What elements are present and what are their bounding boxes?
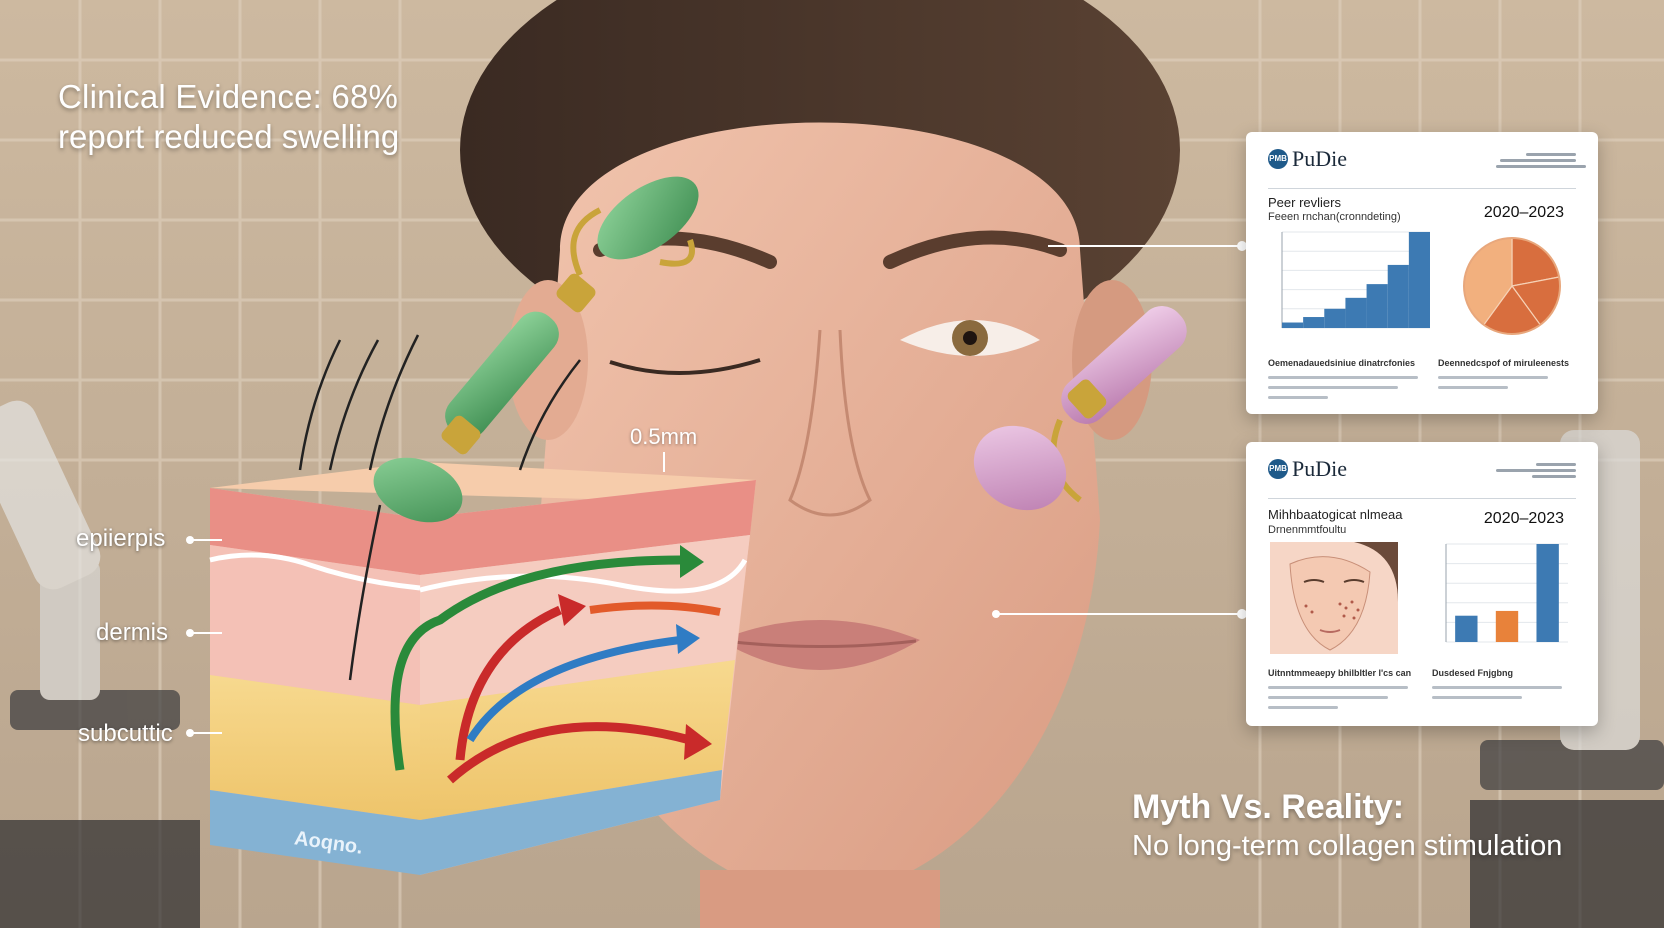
bar [1345, 297, 1367, 328]
fine-text-line [1438, 386, 1508, 389]
arrow-green [390, 555, 681, 771]
headline-line-2: report reduced swelling [58, 118, 400, 155]
card-brand: PMB PuDie [1268, 146, 1347, 172]
layer-dermis-front [210, 545, 420, 705]
card-subtitle: Drnenmmtfoultu [1268, 524, 1347, 536]
arrow-red-lower [447, 722, 692, 784]
card-title: Peer revliers [1268, 195, 1341, 210]
fine-text-line [1268, 696, 1388, 699]
jade-roller [373, 176, 699, 523]
bar [1324, 308, 1346, 328]
brand-badge-icon: PMB [1268, 459, 1288, 479]
brand-badge-icon: PMB [1268, 149, 1288, 169]
card-years: 2020–2023 [1483, 510, 1564, 527]
card-divider [1268, 498, 1576, 499]
bar [1536, 544, 1559, 642]
bar [1408, 232, 1430, 328]
left-eye-closed [609, 358, 761, 376]
layer-subcutis-front [210, 675, 420, 820]
fine-text-line [1268, 376, 1418, 379]
bar [1495, 610, 1519, 642]
layer-label-epidermis: epiierpis [76, 525, 166, 552]
fine-text-line [1268, 686, 1408, 689]
fine-text-line [1438, 376, 1548, 379]
bar [1455, 615, 1478, 642]
fine-text-line [1268, 706, 1338, 709]
face-photo-thumbnail [1270, 542, 1398, 654]
microscope-left [0, 400, 200, 928]
skin-cross-section [209, 334, 756, 875]
fine-text-line [1432, 696, 1522, 699]
layer-pointers [186, 536, 222, 737]
caption-right: Dusdesed Fnjgbng [1432, 668, 1513, 678]
study-card-2[interactable]: PMB PuDie Mihhbaatogicat nlmeaa Drnenmmt… [1246, 442, 1598, 726]
fine-text-line [1268, 386, 1398, 389]
caption-left: Oemenadauedsiniue dinatrcfonies [1268, 358, 1416, 368]
myth-subtitle: No long-term collagen stimulation [1132, 830, 1563, 862]
pie-chart [1463, 237, 1561, 335]
brand-name: PuDie [1292, 456, 1347, 481]
rose-quartz-roller [973, 306, 1187, 511]
brand-name: PuDie [1292, 146, 1347, 171]
bar [1303, 317, 1325, 328]
caption-left: Uitnntmmeaepy bhilbltler l'cs can [1268, 668, 1412, 678]
layer-label-dermis: dermis [96, 619, 169, 646]
nose [788, 329, 872, 517]
card-years: 2020–2023 [1483, 204, 1564, 221]
layer-label-subcutis: subcuttic [78, 720, 173, 747]
myth-title: Myth Vs. Reality: [1132, 788, 1405, 826]
bar [1282, 322, 1304, 328]
fine-text-line [1432, 686, 1562, 689]
arrow-red [455, 605, 562, 761]
card-brand: PMB PuDie [1268, 456, 1347, 482]
bar [1387, 264, 1409, 328]
bar-chart [1445, 543, 1568, 643]
arrow-blue [466, 636, 681, 743]
layer-epidermis-front [210, 488, 420, 575]
fine-text-line [1268, 396, 1328, 399]
corner-fine-print [1496, 460, 1576, 478]
right-eyebrow [883, 230, 1067, 269]
card-title: Mihhbaatogicat nlmeaa [1268, 507, 1403, 522]
caption-right: Deennedcspof of miruleenests [1438, 358, 1570, 368]
headline-line-1: Clinical Evidence: 68% [58, 78, 399, 115]
pie-outline [1463, 237, 1561, 335]
study-card-1[interactable]: PMB PuDie Peer revliers Feeen rnchan(cro… [1246, 132, 1598, 414]
skin-surface [210, 462, 756, 500]
depth-label: 0.5mm [630, 424, 698, 449]
layer-base-front [210, 790, 420, 875]
card-subtitle: Feeen rnchan(cronndeting) [1268, 211, 1401, 223]
card-divider [1268, 188, 1576, 189]
corner-fine-print [1496, 150, 1586, 168]
bar-chart [1281, 231, 1430, 329]
bar [1366, 284, 1388, 328]
